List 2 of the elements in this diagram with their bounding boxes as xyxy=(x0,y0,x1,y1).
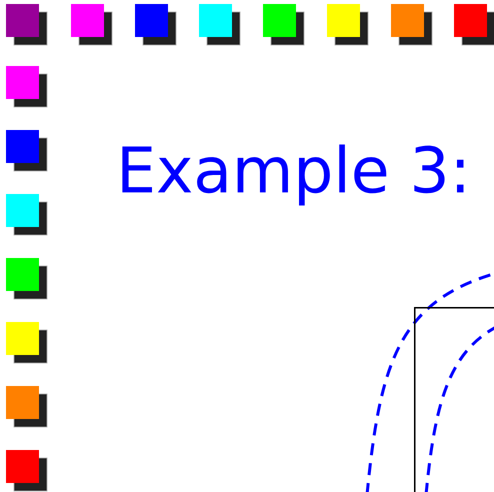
box xyxy=(414,307,494,492)
title: Example 3: xyxy=(122,144,464,206)
